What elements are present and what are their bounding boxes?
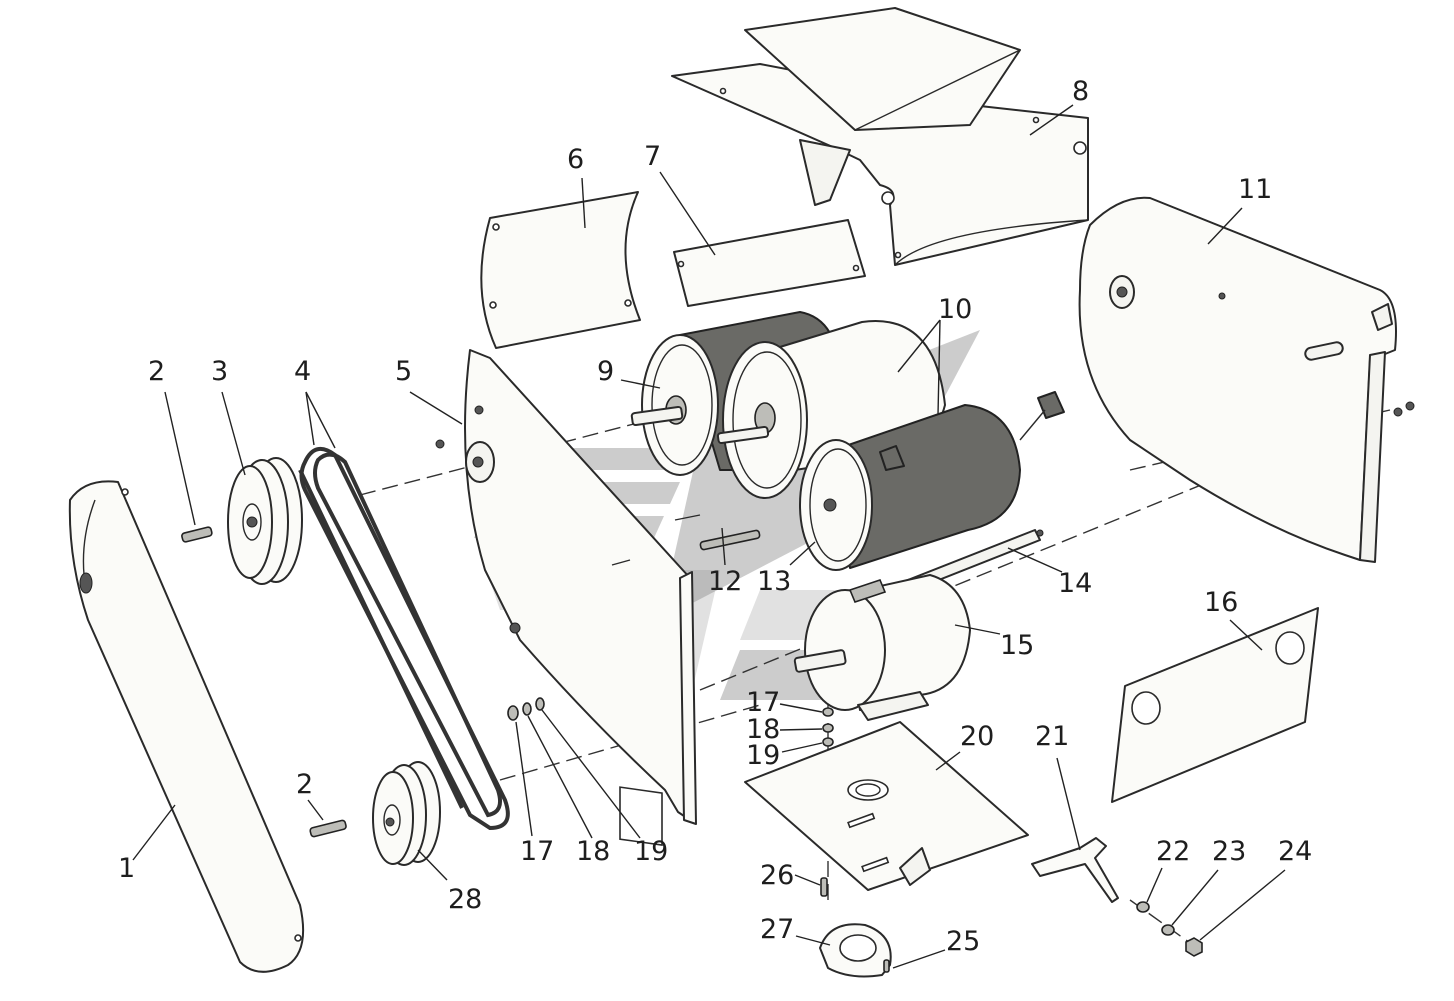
part-16-cover-panel bbox=[1111, 607, 1319, 803]
part-8-hopper bbox=[671, 7, 1089, 266]
callout-11: 11 bbox=[1238, 174, 1272, 205]
part-7-flat-plate bbox=[673, 219, 866, 307]
callout-16: 16 bbox=[1204, 587, 1238, 618]
callout-18-center: 18 bbox=[746, 714, 780, 745]
leader-lines bbox=[132, 104, 1286, 969]
callout-17-left: 17 bbox=[520, 836, 554, 867]
part-26-bolt bbox=[820, 877, 828, 897]
part-24-nut bbox=[1185, 937, 1203, 957]
callout-22: 22 bbox=[1156, 836, 1190, 867]
callout-20: 20 bbox=[960, 721, 994, 752]
part-20-base-plate bbox=[744, 721, 1029, 891]
callout-26: 26 bbox=[760, 860, 794, 891]
part-23-washer bbox=[1161, 924, 1175, 936]
part-1-belt-guard bbox=[68, 480, 305, 973]
callout-2-lower: 2 bbox=[296, 769, 313, 800]
callout-13: 13 bbox=[757, 566, 791, 597]
callout-25: 25 bbox=[946, 926, 980, 957]
callout-numbers: 1 2 2 3 4 5 6 7 8 9 10 11 12 13 14 15 16… bbox=[118, 76, 1312, 957]
part-11-right-side-plate bbox=[1078, 196, 1415, 563]
part-15-motor bbox=[793, 574, 971, 721]
callout-27: 27 bbox=[760, 914, 794, 945]
part-17-19-fasteners-left bbox=[507, 697, 545, 721]
part-21-bracket bbox=[1031, 837, 1119, 903]
part-4-v-belts bbox=[298, 446, 510, 831]
part-12-13-lower-roller bbox=[699, 391, 1065, 571]
callout-7: 7 bbox=[644, 141, 661, 172]
callout-3: 3 bbox=[211, 356, 228, 387]
callout-5: 5 bbox=[395, 356, 412, 387]
callout-1: 1 bbox=[118, 853, 135, 884]
part-27-flange bbox=[819, 923, 892, 978]
callout-18-left: 18 bbox=[576, 836, 610, 867]
part-22-washer bbox=[1136, 901, 1150, 913]
callout-15: 15 bbox=[1000, 630, 1034, 661]
part-28-lower-pulley bbox=[372, 761, 441, 866]
callout-9: 9 bbox=[597, 356, 614, 387]
callout-4: 4 bbox=[294, 356, 311, 387]
part-3-upper-pulley bbox=[227, 457, 303, 585]
callout-17-center: 17 bbox=[746, 687, 780, 718]
callout-10: 10 bbox=[938, 294, 972, 325]
part-2-key-lower bbox=[309, 819, 347, 838]
callout-12: 12 bbox=[708, 566, 742, 597]
callout-8: 8 bbox=[1072, 76, 1089, 107]
callout-6: 6 bbox=[567, 144, 584, 175]
part-5-left-side-plate bbox=[435, 349, 701, 846]
part-17-19-fasteners-center bbox=[822, 707, 834, 747]
callout-19-center: 19 bbox=[746, 740, 780, 771]
part-6-curved-cover bbox=[480, 191, 641, 349]
part-25-screw bbox=[883, 959, 890, 973]
callout-2-upper: 2 bbox=[148, 356, 165, 387]
callout-24: 24 bbox=[1278, 836, 1312, 867]
part-2-key-upper bbox=[181, 526, 213, 543]
callout-14: 14 bbox=[1058, 568, 1092, 599]
callout-28: 28 bbox=[448, 884, 482, 915]
callout-21: 21 bbox=[1035, 721, 1069, 752]
callout-19-left: 19 bbox=[634, 836, 668, 867]
callout-23: 23 bbox=[1212, 836, 1246, 867]
